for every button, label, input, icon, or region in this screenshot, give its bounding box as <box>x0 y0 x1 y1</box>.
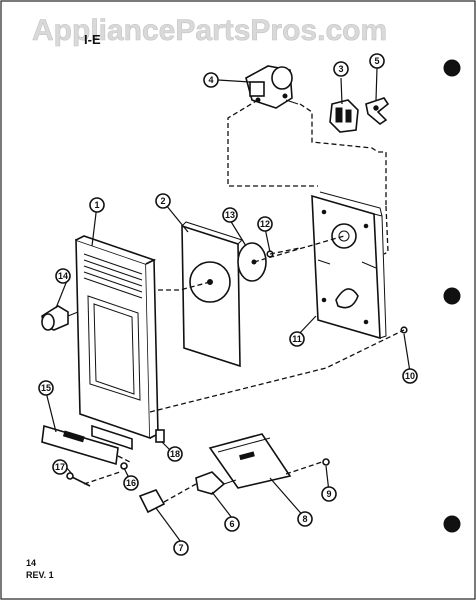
callout-15: 15 <box>38 380 54 396</box>
part-18-tab <box>155 429 165 443</box>
part-8-rail <box>208 433 292 489</box>
callout-8: 8 <box>297 511 313 527</box>
svg-text:9: 9 <box>326 489 331 499</box>
part-14-knob <box>41 305 79 331</box>
callout-1: 1 <box>89 197 105 213</box>
svg-text:14: 14 <box>58 271 68 281</box>
svg-text:7: 7 <box>178 543 183 553</box>
watermark: AppliancePartsPros.com <box>32 14 387 47</box>
part-17-pin <box>66 472 91 487</box>
part-4-motor <box>245 65 299 109</box>
callout-17: 17 <box>52 459 68 475</box>
part-1-frame <box>75 235 159 450</box>
header-fragment: I-E <box>84 32 101 47</box>
callout-5: 5 <box>369 53 385 69</box>
part-9-screw <box>322 458 330 466</box>
footer-revision: REV. 1 <box>26 570 54 580</box>
svg-text:5: 5 <box>374 56 379 66</box>
svg-text:1: 1 <box>94 200 99 210</box>
callout-2: 2 <box>155 193 171 209</box>
svg-text:8: 8 <box>302 514 307 524</box>
callout-9: 9 <box>321 486 337 502</box>
callout-4: 4 <box>203 72 219 88</box>
svg-text:3: 3 <box>338 64 343 74</box>
callout-3: 3 <box>333 61 349 77</box>
callout-16: 16 <box>123 475 139 491</box>
part-15-nameplate <box>41 424 119 466</box>
part-13-disc <box>237 242 267 282</box>
part-2-back-plate <box>181 221 243 368</box>
svg-text:4: 4 <box>208 75 213 85</box>
svg-text:6: 6 <box>229 519 234 529</box>
callout-12: 12 <box>257 216 273 232</box>
svg-text:15: 15 <box>41 383 51 393</box>
callout-11: 11 <box>289 331 305 347</box>
callout-13: 13 <box>222 207 238 223</box>
part-3-switch <box>329 99 359 133</box>
binder-hole-top <box>443 59 461 77</box>
binder-hole-middle <box>443 287 461 305</box>
svg-text:12: 12 <box>260 219 270 229</box>
callout-18: 18 <box>167 446 183 462</box>
part-6-switch <box>195 471 237 495</box>
svg-text:16: 16 <box>126 478 136 488</box>
callout-7: 7 <box>173 540 189 556</box>
part-7-button <box>138 489 166 514</box>
part-11-bracket <box>311 191 387 340</box>
svg-text:2: 2 <box>160 196 165 206</box>
svg-text:18: 18 <box>170 449 180 459</box>
svg-text:11: 11 <box>292 334 302 344</box>
callout-6: 6 <box>224 516 240 532</box>
callout-14: 14 <box>55 268 71 284</box>
svg-text:13: 13 <box>225 210 235 220</box>
footer-page-number: 14 <box>26 558 36 568</box>
callout-10: 10 <box>402 368 418 384</box>
binder-hole-bottom <box>443 515 461 533</box>
part-5-clip <box>365 97 390 125</box>
svg-text:17: 17 <box>55 462 65 472</box>
svg-text:10: 10 <box>405 371 415 381</box>
